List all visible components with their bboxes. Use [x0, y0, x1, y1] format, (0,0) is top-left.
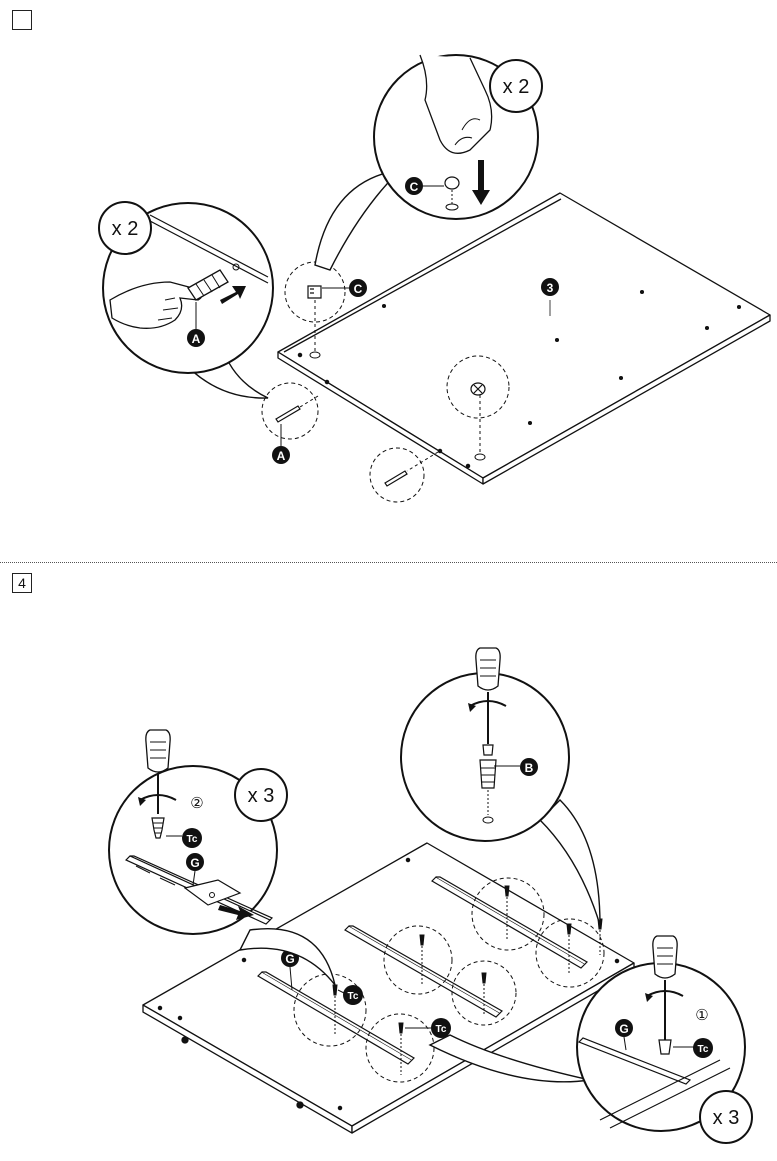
cam-pin-magnifier: B — [400, 647, 601, 926]
rail-label-zoom: G — [190, 856, 199, 870]
dowel-detail — [261, 382, 319, 446]
svg-text:G: G — [285, 952, 294, 966]
order-second: ② — [190, 795, 203, 812]
svg-text:x 3: x 3 — [248, 785, 275, 807]
screw-label-2: Tc — [405, 1018, 451, 1038]
svg-text:Tc: Tc — [348, 991, 359, 1002]
rail-right — [431, 876, 588, 969]
rail-screw-magnifier: Tc G ② — [108, 729, 336, 986]
dowel-label-zoom: A — [192, 332, 201, 346]
rail-end-magnifier: Tc G ① — [428, 935, 746, 1132]
cam-label: C — [322, 279, 367, 297]
screw-label-zoom: Tc — [187, 834, 198, 845]
screw-label-zoom-right: Tc — [698, 1044, 709, 1055]
cam-qty-badge: x 2 — [489, 59, 543, 113]
dowel-detail-2 — [369, 447, 439, 503]
svg-text:3: 3 — [547, 281, 554, 295]
panel-step4 — [142, 842, 635, 1134]
dowel-qty-badge: x 2 — [98, 201, 152, 255]
dowel-label: A — [272, 446, 290, 464]
svg-text:x 3: x 3 — [713, 1107, 740, 1129]
step-number-4: 4 — [12, 573, 32, 593]
screw-label-1: Tc — [337, 985, 363, 1005]
svg-text:x 2: x 2 — [112, 218, 139, 240]
cam-pin-label: B — [525, 761, 534, 775]
screw-guides — [334, 897, 601, 1075]
panel-3 — [277, 192, 771, 485]
screw-left-qty-badge: x 3 — [234, 768, 288, 822]
step-box-top — [12, 10, 32, 30]
section-divider — [0, 562, 777, 563]
panel-label: 3 — [541, 278, 559, 296]
svg-text:A: A — [277, 449, 286, 463]
cam-detail-circle-2 — [446, 355, 510, 419]
svg-text:Tc: Tc — [436, 1024, 447, 1035]
order-first: ① — [695, 1007, 708, 1024]
svg-text:x 2: x 2 — [503, 76, 530, 98]
rail-label-zoom-right: G — [619, 1022, 628, 1036]
svg-text:C: C — [354, 282, 363, 296]
screw-right-qty-badge: x 3 — [699, 1090, 753, 1144]
cam-label-zoom: C — [410, 180, 419, 194]
